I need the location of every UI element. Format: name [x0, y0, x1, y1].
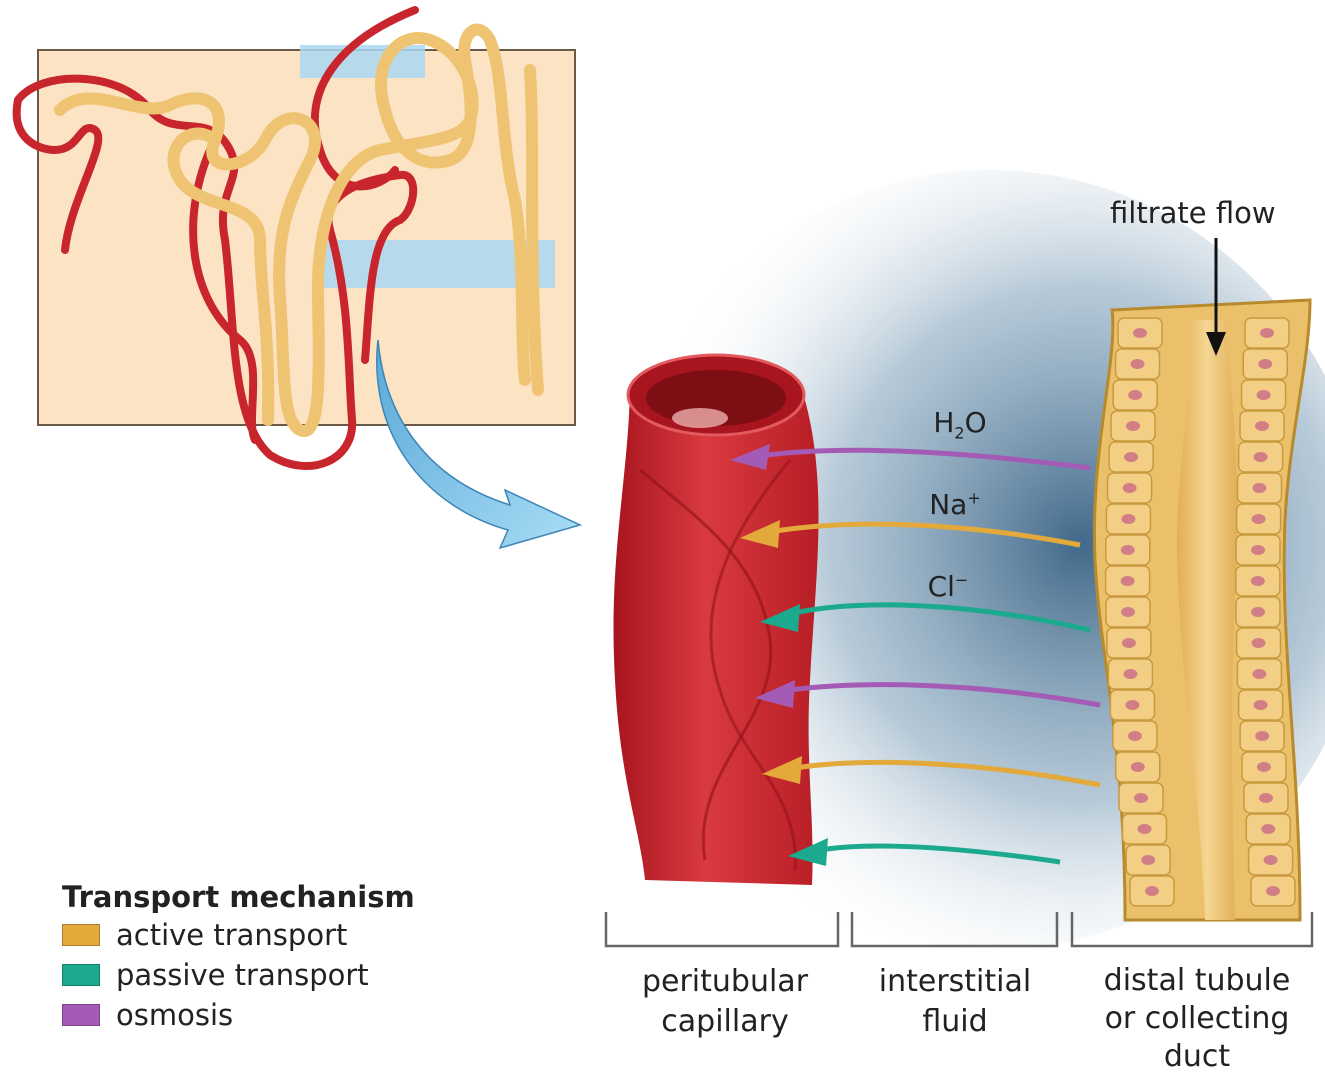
cell-nucleus — [1121, 514, 1135, 524]
legend-swatch — [62, 964, 100, 986]
cell-nucleus — [1251, 607, 1265, 617]
cell-nucleus — [1264, 855, 1278, 865]
cell-nucleus — [1255, 421, 1269, 431]
cell-nucleus — [1252, 514, 1266, 524]
water-label: H2O — [900, 406, 1020, 443]
cell-nucleus — [1252, 638, 1266, 648]
legend-label: passive transport — [116, 958, 369, 992]
chloride-label: Cl− — [888, 570, 1008, 603]
cell-nucleus — [1259, 793, 1273, 803]
cell-nucleus — [1121, 607, 1135, 617]
distal-tubule — [1094, 300, 1310, 920]
cell-nucleus — [1131, 762, 1145, 772]
cell-nucleus — [1252, 669, 1266, 679]
cell-nucleus — [1128, 390, 1142, 400]
legend-items: active transport passive transport osmosis — [62, 918, 415, 1032]
cell-nucleus — [1258, 359, 1272, 369]
legend-item: passive transport — [62, 958, 415, 992]
cell-nucleus — [1126, 421, 1140, 431]
inset-highlight-top — [300, 45, 425, 78]
cell-nucleus — [1266, 886, 1280, 896]
cell-nucleus — [1261, 824, 1275, 834]
legend-swatch — [62, 1004, 100, 1026]
cell-nucleus — [1138, 824, 1152, 834]
cell-nucleus — [1255, 731, 1269, 741]
legend-item: active transport — [62, 918, 415, 952]
legend-label: active transport — [116, 918, 347, 952]
filtrate-flow-label: filtrate flow — [1110, 196, 1276, 230]
legend-swatch — [62, 924, 100, 946]
cell-nucleus — [1122, 638, 1136, 648]
bracket-capillary — [606, 912, 838, 946]
cell-nucleus — [1254, 700, 1268, 710]
cell-nucleus — [1121, 545, 1135, 555]
cell-nucleus — [1141, 855, 1155, 865]
cell-nucleus — [1145, 886, 1159, 896]
cell-nucleus — [1123, 483, 1137, 493]
legend-label: osmosis — [116, 998, 233, 1032]
cell-nucleus — [1260, 328, 1274, 338]
cell-nucleus — [1257, 762, 1271, 772]
legend-item: osmosis — [62, 998, 415, 1032]
cell-nucleus — [1257, 390, 1271, 400]
cell-nucleus — [1254, 452, 1268, 462]
inset-collecting-duct — [530, 70, 538, 390]
capillary-inner-highlight — [672, 408, 728, 428]
legend: Transport mechanism active transport pass… — [62, 880, 415, 1032]
cell-nucleus — [1133, 328, 1147, 338]
sodium-label: Na+ — [895, 488, 1015, 521]
cell-nucleus — [1251, 545, 1265, 555]
cell-nucleus — [1251, 576, 1265, 586]
nephron-inset — [17, 10, 575, 466]
cell-nucleus — [1121, 576, 1135, 586]
cell-nucleus — [1123, 669, 1137, 679]
cell-nucleus — [1131, 359, 1145, 369]
cell-nucleus — [1128, 731, 1142, 741]
cell-nucleus — [1252, 483, 1266, 493]
legend-title: Transport mechanism — [62, 880, 415, 914]
cell-nucleus — [1125, 700, 1139, 710]
cell-nucleus — [1124, 452, 1138, 462]
cell-nucleus — [1134, 793, 1148, 803]
